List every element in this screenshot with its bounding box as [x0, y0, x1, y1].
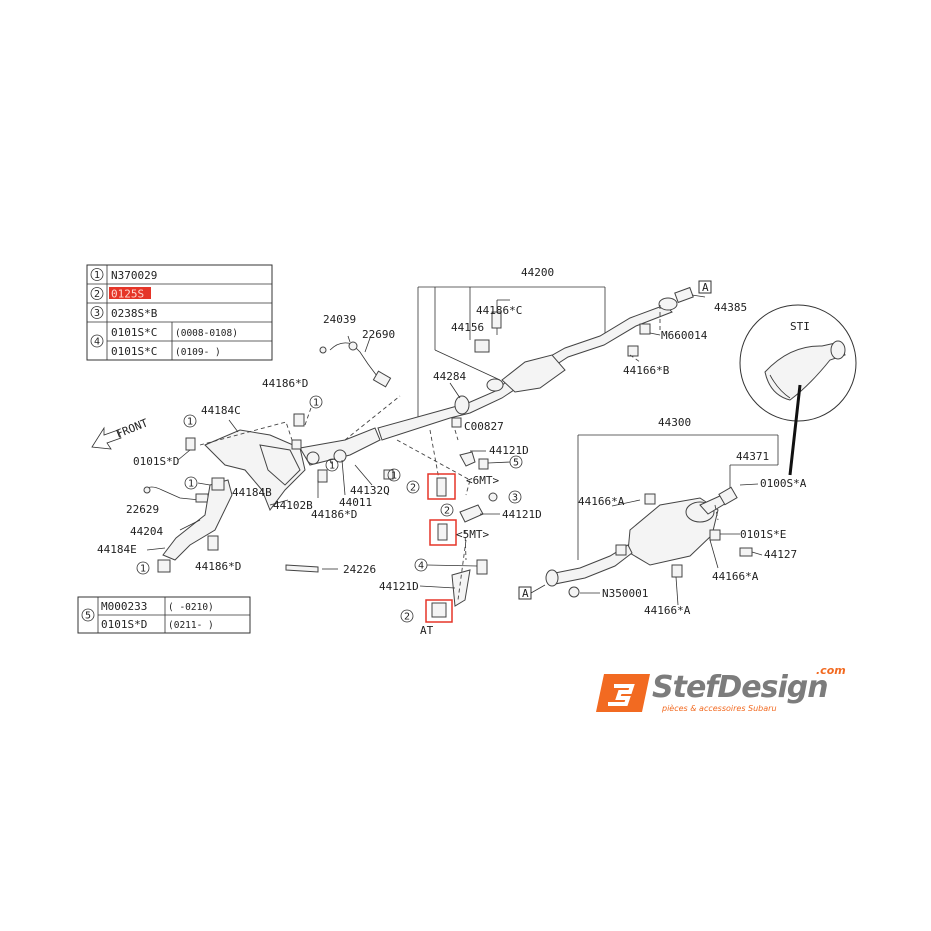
label-44121d-b: 44121D: [502, 508, 542, 521]
label-44132q: 44132Q: [350, 484, 390, 497]
label-44371: 44371: [736, 450, 769, 463]
label-44186d-top: 44186*D: [262, 377, 308, 390]
center-pipe-group: A: [377, 280, 712, 496]
legend-code-4b: 0101S*C: [111, 345, 157, 358]
callout-1-b: 1: [187, 417, 193, 428]
label-at: AT: [420, 624, 434, 637]
logo-tagline: pièces & accessoires Subaru: [662, 704, 777, 713]
legend-table-bottom: 5 M000233 0101S*D ( -0210) (0211- ): [77, 596, 251, 634]
label-22690: 22690: [362, 328, 395, 341]
front-arrow: FRONT: [91, 416, 150, 450]
transmission-brackets: 5 2 3 2 4 2: [400, 450, 523, 623]
label-44385: 44385: [714, 301, 747, 314]
legend-table-top: 1 2 3 4 N370029 0125S 0238S*B 0101S*C 01…: [86, 264, 273, 361]
label-44186c: 44186*C: [476, 304, 522, 317]
label-44121d-c: 44121D: [379, 580, 419, 593]
callout-2-c: 2: [404, 612, 410, 623]
label-22629: 22629: [126, 503, 159, 516]
label-44166a-1: 44166*A: [578, 495, 625, 508]
label-44121d-a: 44121D: [489, 444, 529, 457]
ref-a-top: A: [702, 281, 709, 294]
label-44186d-low: 44186*D: [195, 560, 241, 573]
sti-detail: [739, 304, 857, 476]
front-manifold-group: 1 1 1 1: [183, 335, 401, 512]
label-44166a-3: 44166*A: [644, 604, 691, 617]
sensor-24226: [285, 564, 338, 573]
lower-left-pipe: 1 1: [136, 476, 233, 575]
label-0100sa: 0100S*A: [760, 477, 807, 490]
legend5-code-b: 0101S*D: [101, 618, 147, 631]
label-0101sd: 0101S*D: [133, 455, 179, 468]
label-44300: 44300: [658, 416, 691, 429]
callout-1-f: 1: [140, 564, 146, 575]
legend-range-4b: (0109- ): [175, 347, 221, 358]
highlight-box-at: [425, 599, 453, 623]
legend5-range-b: (0211- ): [168, 620, 214, 631]
stefdesign-logo: SD StefDesign .com pièces & accessoires …: [592, 664, 857, 718]
front-label: FRONT: [114, 416, 150, 441]
callout-1-a: 1: [313, 398, 319, 409]
label-44127: 44127: [764, 548, 797, 561]
label-n350001: N350001: [602, 587, 648, 600]
legend-code-4a: 0101S*C: [111, 326, 157, 339]
ref-a-bottom: A: [522, 587, 529, 600]
callout-4-a: 4: [418, 561, 424, 572]
legend5-range-a: ( -0210): [168, 602, 214, 613]
label-44204: 44204: [130, 525, 163, 538]
label-44166a-2: 44166*A: [712, 570, 759, 583]
label-44184e: 44184E: [97, 543, 137, 556]
callout-2-b: 2: [444, 506, 450, 517]
callout-1-d: 1: [391, 471, 397, 482]
legend-code-2: 0125S: [111, 288, 144, 301]
rear-muffler-group: A: [518, 434, 779, 606]
callout-2-a: 2: [410, 483, 416, 494]
label-44284: 44284: [433, 370, 466, 383]
legend-code-1: N370029: [111, 269, 157, 282]
label-44166b: 44166*B: [623, 364, 670, 377]
legend-range-4a: (0008-0108): [175, 328, 238, 339]
callout-1-c: 1: [329, 461, 335, 472]
label-24039: 24039: [323, 313, 356, 326]
logo-graphic: [596, 674, 650, 712]
label-44184b: 44184B: [232, 486, 272, 499]
label-5mt: <5MT>: [456, 528, 489, 541]
logo-name: StefDesign: [652, 670, 829, 705]
highlight-box-5mt: [429, 519, 457, 546]
label-44011: 44011: [339, 496, 372, 509]
label-c00827: C00827: [464, 420, 504, 433]
callout-1-e: 1: [188, 479, 194, 490]
legend-num-3: 3: [94, 308, 100, 319]
label-24226: 24226: [343, 563, 376, 576]
logo-tld: .com: [816, 664, 846, 677]
label-44184c: 44184C: [201, 404, 241, 417]
highlight-box-6mt: [427, 473, 456, 500]
legend-num-1: 1: [94, 270, 100, 281]
legend-code-3: 0238S*B: [111, 307, 158, 320]
label-6mt: <6MT>: [466, 474, 499, 487]
legend-num-5: 5: [85, 611, 91, 622]
label-44156: 44156: [451, 321, 484, 334]
label-m660014: M660014: [661, 329, 708, 342]
label-44102b: 44102B: [273, 499, 313, 512]
legend5-code-a: M000233: [101, 600, 147, 613]
callout-3-a: 3: [512, 493, 518, 504]
label-0101se: 0101S*E: [740, 528, 786, 541]
label-44200: 44200: [521, 266, 554, 279]
callout-5-a: 5: [513, 458, 519, 469]
legend-num-2: 2: [94, 289, 100, 300]
legend-highlight: [109, 287, 151, 299]
legend-num-4: 4: [94, 337, 100, 348]
label-sti: STI: [790, 320, 810, 333]
label-44186d-mid: 44186*D: [311, 508, 357, 521]
